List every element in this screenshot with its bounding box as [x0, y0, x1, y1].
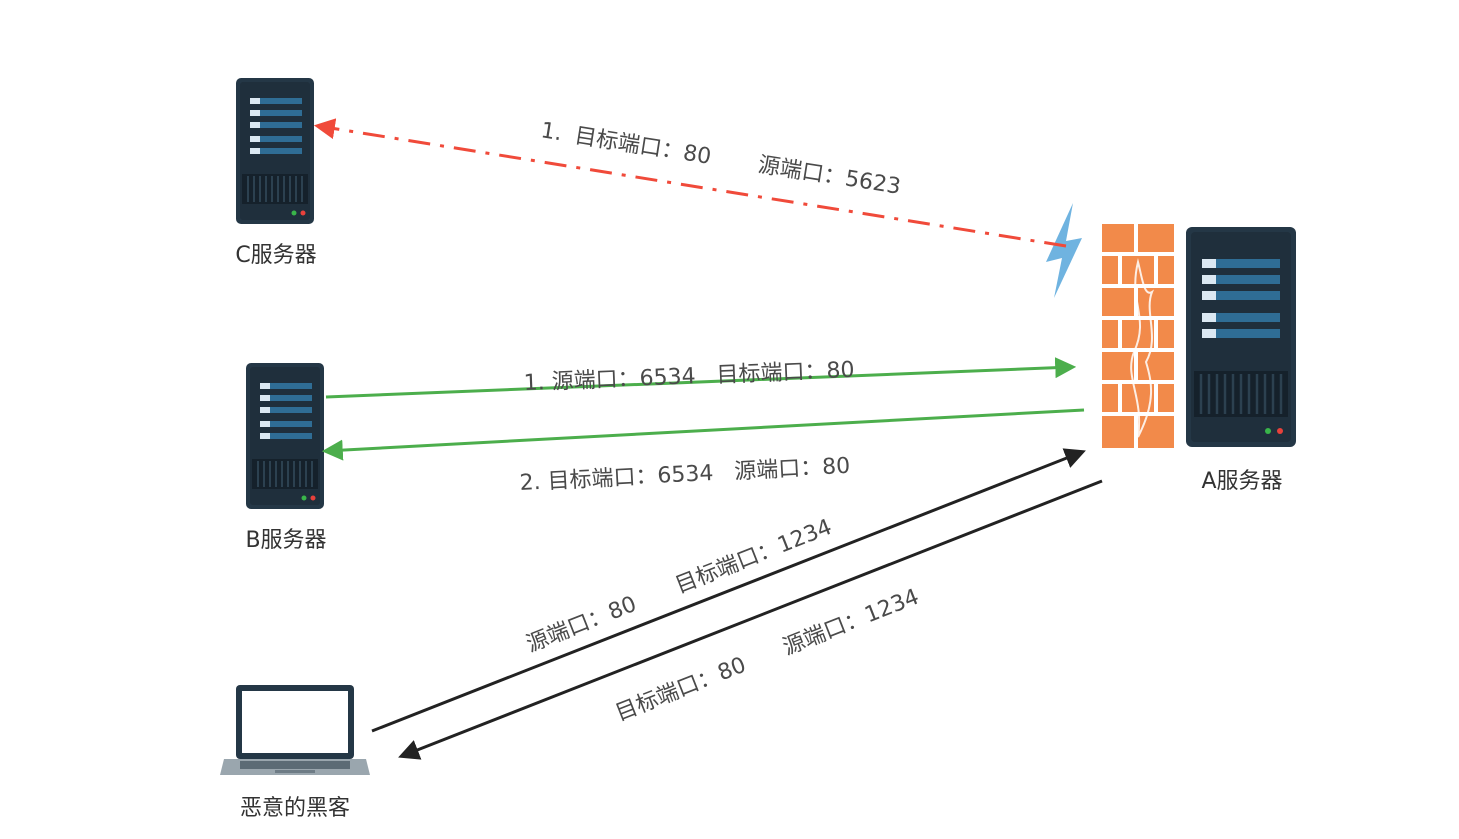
edge-a-to-c-src: 源端口：5623	[756, 153, 902, 200]
server-b-label: B服务器	[245, 528, 326, 553]
edge-a-to-hacker-src: 源端口：1234	[780, 585, 923, 661]
edge-a-to-c-dst: 目标端口：80	[573, 124, 713, 170]
firewall-icon	[1100, 222, 1176, 452]
server-icon	[246, 363, 324, 509]
edge-a-to-hacker	[398, 479, 1103, 760]
edge-b-to-a	[325, 357, 1077, 399]
hacker: 恶意的黑客	[220, 685, 370, 821]
server-c: C服务器	[235, 78, 317, 268]
hacker-label: 恶意的黑客	[240, 796, 350, 821]
edge-b-to-a-label: 1. 源端口：6534 目标端口：80	[523, 358, 855, 396]
server-a: A服务器	[1186, 227, 1296, 494]
edge-a-to-b	[321, 408, 1085, 461]
laptop-icon	[220, 685, 370, 775]
server-icon	[1186, 227, 1296, 447]
edge-a-to-c	[313, 118, 1067, 248]
server-b: B服务器	[245, 363, 327, 553]
server-icon	[236, 78, 314, 224]
edge-a-to-b-label: 2. 目标端口：6534 源端口：80	[519, 454, 851, 496]
edge-hacker-to-a	[371, 448, 1086, 733]
edge-a-to-c-step: 1.	[539, 118, 564, 146]
lightning-icon	[1046, 203, 1082, 298]
server-c-label: C服务器	[235, 243, 316, 268]
server-a-label: A服务器	[1201, 469, 1282, 494]
